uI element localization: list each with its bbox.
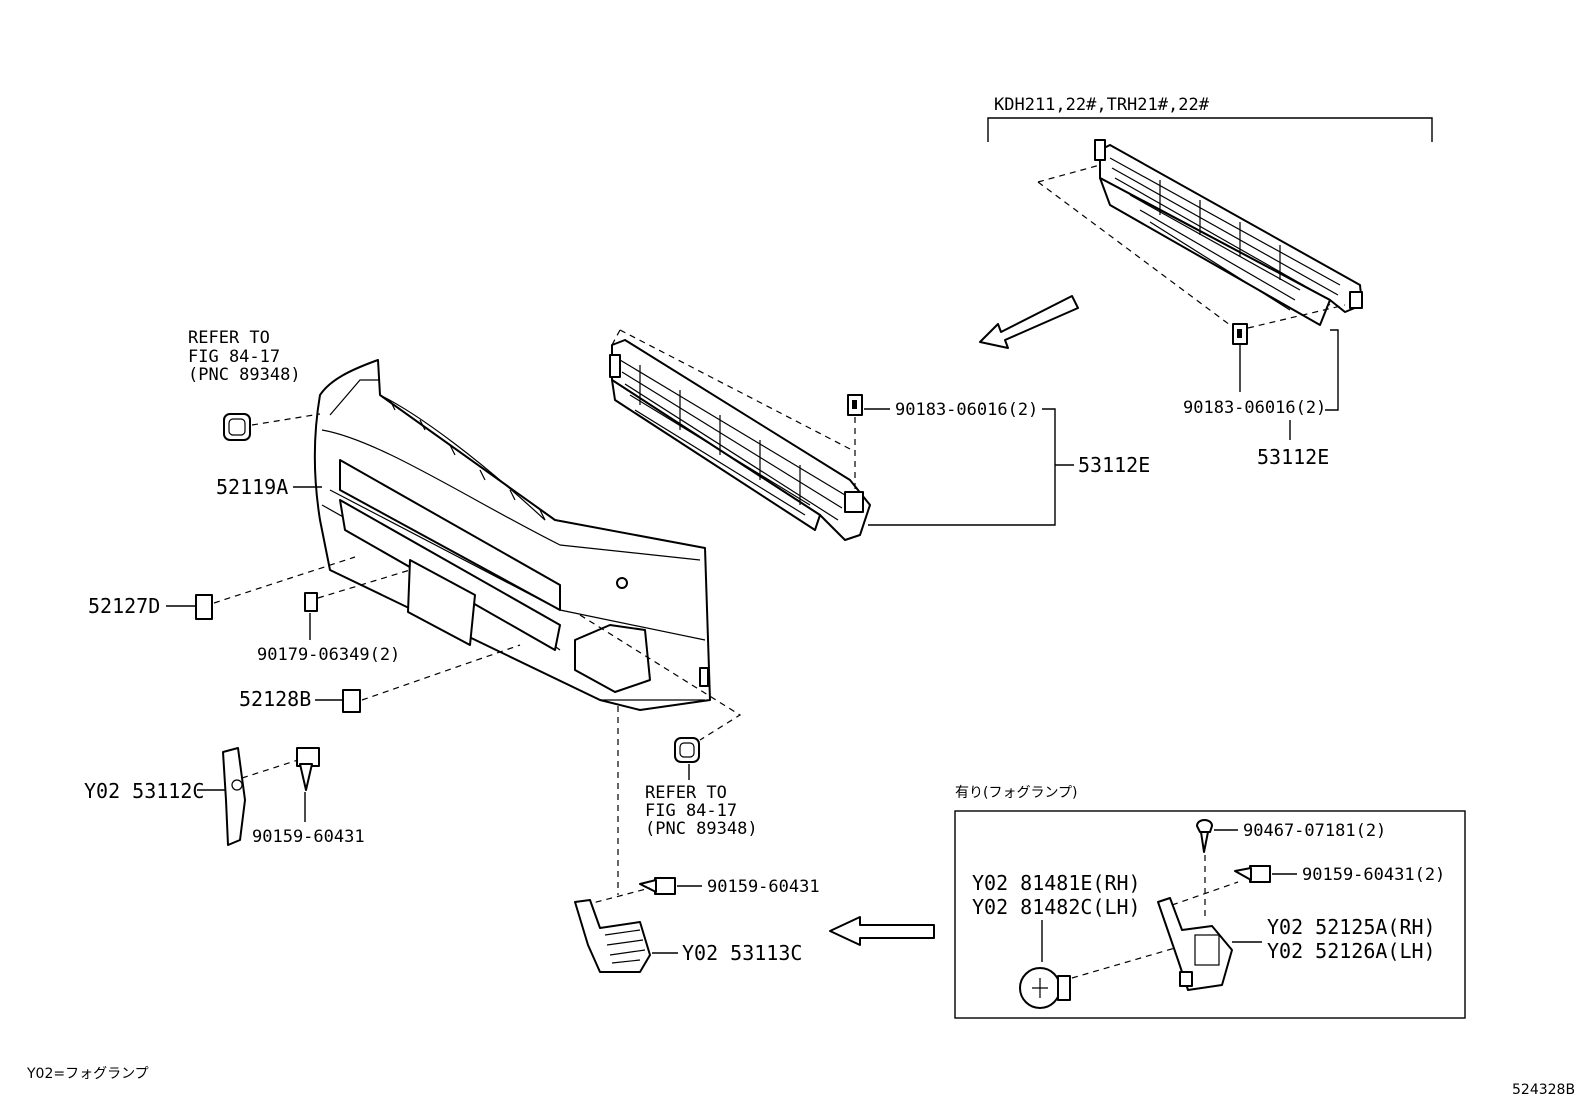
label-90183-center: 90183-06016(2) xyxy=(895,400,1038,420)
label-81481e: Y02 81481E(RH) xyxy=(972,871,1141,895)
label-52125a: Y02 52125A(RH) xyxy=(1267,915,1436,939)
label-81482c: Y02 81482C(LH) xyxy=(972,895,1141,919)
variant-bracket xyxy=(987,117,1433,142)
label-52127d: 52127D xyxy=(88,594,160,618)
sensor-lower-icon xyxy=(674,737,700,763)
bolt-icon xyxy=(296,747,320,791)
clip-90183-variant xyxy=(1232,323,1248,345)
clip-90179-icon xyxy=(304,592,318,612)
bracket-53112c-icon xyxy=(222,747,246,846)
dash-52128b xyxy=(361,644,521,701)
refer-lower-line3: (PNC 89348) xyxy=(645,819,758,839)
label-53113c: Y02 53113C xyxy=(682,941,802,965)
label-53112e-center: 53112E xyxy=(1078,453,1150,477)
fog-box-title: 有り(フォグランプ) xyxy=(955,785,1078,801)
sensor-upper-icon xyxy=(223,413,251,441)
arrow-down-left-icon xyxy=(979,295,1079,349)
dash-52127d xyxy=(213,556,356,604)
label-90179: 90179-06349(2) xyxy=(257,645,400,665)
dash-sensor-lower xyxy=(579,614,742,741)
label-90159-lh: 90159-60431 xyxy=(252,827,365,847)
cover-52127d-icon xyxy=(195,594,213,620)
legend-note: Y02=フォグランプ xyxy=(26,1066,149,1082)
arrow-left-icon xyxy=(829,916,935,946)
bolt-foglamp-icon xyxy=(639,877,676,895)
label-52128b: 52128B xyxy=(239,687,311,711)
bumper-cover-drawing xyxy=(313,359,711,711)
grille-variant-drawing xyxy=(1037,139,1363,329)
fog-bracket-icon xyxy=(1157,897,1233,991)
label-90183-variant: 90183-06016(2) xyxy=(1183,398,1326,418)
label-90467: 90467-07181(2) xyxy=(1243,821,1386,841)
dash-bolt-foglamp xyxy=(584,887,651,906)
fog-bolt-icon xyxy=(1234,865,1271,883)
figure-code: 524328B xyxy=(1512,1082,1575,1098)
cover-52128b-icon xyxy=(342,689,361,713)
refer-upper-line2: FIG 84-17 xyxy=(188,347,280,367)
label-52119a: 52119A xyxy=(216,475,288,499)
fog-lamp-icon xyxy=(1019,967,1071,1009)
dash-sensor-upper xyxy=(251,413,321,426)
variant-header: KDH211,22#,TRH21#,22# xyxy=(994,95,1210,115)
refer-lower-line1: REFER TO xyxy=(645,783,727,803)
clip-90183-center-icon xyxy=(847,394,863,416)
fog-clip-icon xyxy=(1196,819,1213,853)
grille-center-drawing xyxy=(609,329,871,541)
dash-90179 xyxy=(317,569,411,599)
dash-fog-bolt xyxy=(1171,881,1239,906)
leader-53112e-center xyxy=(868,408,1056,526)
dash-fog-lamp xyxy=(1071,947,1176,979)
refer-upper-line3: (PNC 89348) xyxy=(188,365,301,385)
refer-lower-line2: FIG 84-17 xyxy=(645,801,737,821)
foglamp-cover-icon xyxy=(574,899,651,973)
fog-option-box xyxy=(954,810,1466,1019)
label-53112e-variant: 53112E xyxy=(1257,445,1329,469)
label-90159-foglamp: 90159-60431 xyxy=(707,877,820,897)
label-53112c: Y02 53112C xyxy=(84,779,204,803)
label-52126a: Y02 52126A(LH) xyxy=(1267,939,1436,963)
dash-bolt-lh xyxy=(241,759,299,779)
label-90159-fog: 90159-60431(2) xyxy=(1302,865,1445,885)
refer-upper-line1: REFER TO xyxy=(188,328,270,348)
leader-53112e-variant xyxy=(1325,329,1339,411)
